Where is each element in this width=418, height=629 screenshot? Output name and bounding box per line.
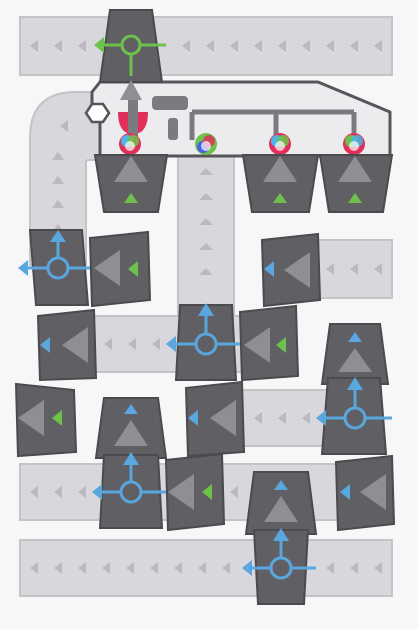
pusher-block-row3-left[interactable] — [36, 308, 98, 382]
belt-center-vertical — [177, 154, 235, 326]
triangle-arrow-icon — [274, 480, 288, 490]
triangle-arrow-icon — [40, 337, 50, 353]
belt-bottom — [19, 539, 393, 597]
triangle-arrow-icon — [340, 484, 350, 500]
machine-valve — [152, 96, 188, 110]
triangle-arrow-icon — [348, 193, 362, 203]
color-machine[interactable] — [84, 80, 392, 158]
belt-left-vertical — [29, 91, 101, 266]
pusher-block-left-2[interactable] — [88, 230, 152, 308]
splitter-crosshair-icon — [102, 34, 166, 76]
splitter-crosshair-icon — [250, 538, 316, 580]
pusher-block-right-2[interactable] — [260, 232, 322, 308]
rgb-sensor-icon — [269, 133, 291, 155]
pusher-block-2[interactable] — [241, 154, 320, 213]
splitter-block-row3-center[interactable] — [166, 303, 240, 381]
splitter-crosshair-icon — [100, 462, 166, 504]
triangle-arrow-icon — [124, 404, 138, 414]
pusher-block-row5-bottom[interactable] — [244, 471, 318, 535]
pusher-block-row4-center[interactable] — [94, 397, 168, 459]
splitter-block-row4-right[interactable] — [316, 377, 392, 455]
triangle-arrow-icon — [276, 337, 286, 353]
triangle-arrow-icon — [52, 410, 62, 426]
pusher-block-row3-far-right[interactable] — [320, 323, 390, 385]
triangle-arrow-icon — [348, 332, 362, 342]
pusher-block-1[interactable] — [93, 154, 169, 213]
pusher-block-row5-right[interactable] — [334, 454, 396, 532]
rgb-sensor-icon — [195, 133, 217, 155]
triangle-arrow-icon — [202, 484, 212, 500]
pusher-block-row5-mid[interactable] — [164, 452, 226, 532]
rgb-sensor-icon — [343, 133, 365, 155]
triangle-arrow-icon — [94, 37, 104, 53]
belt-top — [19, 16, 393, 76]
hexagon-icon — [84, 102, 111, 124]
triangle-arrow-icon — [124, 193, 138, 203]
splitter-block-bottom[interactable] — [242, 528, 316, 605]
pusher-block-3[interactable] — [318, 154, 394, 213]
rgb-sensor-icon — [119, 133, 141, 155]
pusher-block-row4-mid[interactable] — [184, 380, 246, 458]
splitter-block-left-2[interactable] — [18, 229, 92, 306]
splitter-block-row5[interactable] — [92, 452, 166, 529]
triangle-arrow-icon — [128, 261, 138, 277]
triangle-arrow-icon — [264, 261, 274, 277]
splitter-block-top[interactable] — [94, 9, 166, 100]
pusher-block-row3-right[interactable] — [238, 304, 300, 382]
pusher-block-row4-left[interactable] — [14, 382, 78, 458]
triangle-arrow-icon — [188, 410, 198, 426]
triangle-arrow-icon — [273, 193, 287, 203]
